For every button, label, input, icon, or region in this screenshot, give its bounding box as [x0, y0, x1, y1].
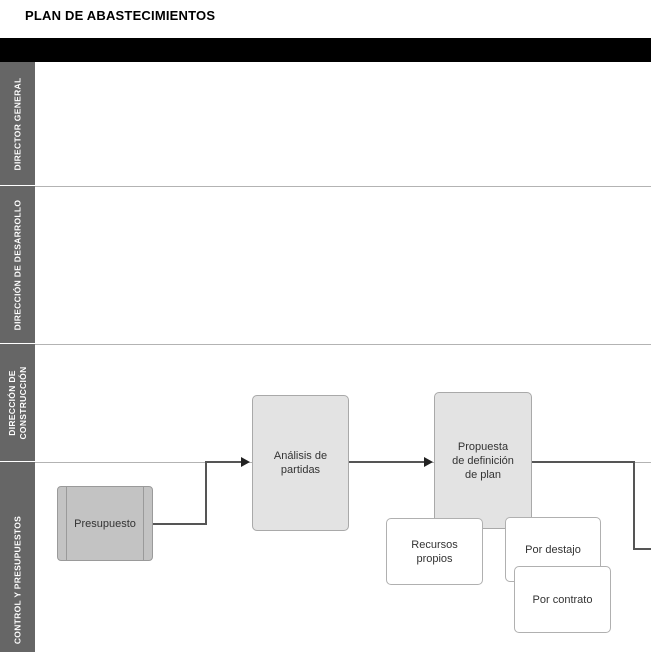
lane-label-direccion-construccion: DIRECCIÓN DE CONSTRUCCIÓN	[0, 344, 35, 462]
page-title: PLAN DE ABASTECIMIENTOS	[25, 8, 216, 23]
connector-propuesta-offpage-segment-v	[633, 461, 635, 549]
node-label: Por destajo	[525, 543, 581, 556]
connector-propuesta-offpage-segment-h	[532, 461, 635, 463]
lane-divider-2	[35, 344, 651, 345]
connector-presupuesto-analisis-segment-v	[205, 462, 207, 525]
connector-propuesta-offpage-segment-h2	[633, 548, 651, 550]
arrowhead-into-analisis	[241, 457, 250, 467]
node-label: Propuesta de definición de plan	[452, 440, 514, 481]
lane-label-text: DIRECTOR GENERAL	[12, 77, 22, 170]
node-label: Por contrato	[532, 593, 593, 606]
node-analisis-partidas[interactable]: Análisis de partidas	[252, 395, 349, 531]
lane-label-text: DIRECCIÓN DE CONSTRUCCIÓN	[6, 365, 28, 440]
lane-label-text: CONTROL Y PRESUPUESTOS	[12, 515, 22, 644]
node-recursos-propios[interactable]: Recursos propios	[386, 518, 483, 585]
lane-label-control-presupuestos: CONTROL Y PRESUPUESTOS	[0, 462, 35, 652]
node-label: Presupuesto	[74, 517, 136, 530]
arrowhead-into-propuesta	[424, 457, 433, 467]
connector-presupuesto-analisis-segment-h2	[205, 461, 245, 463]
node-propuesta-definicion-plan[interactable]: Propuesta de definición de plan	[434, 392, 532, 529]
node-label: Recursos propios	[411, 538, 458, 565]
node-presupuesto[interactable]: Presupuesto	[57, 486, 153, 561]
connector-analisis-propuesta-segment	[349, 461, 427, 463]
lane-label-text: DIRECCIÓN DE DESARROLLO	[12, 199, 22, 330]
connector-presupuesto-analisis-segment-h1	[153, 523, 207, 525]
header-band	[0, 38, 651, 62]
lane-label-director-general: DIRECTOR GENERAL	[0, 62, 35, 186]
lane-label-column: DIRECTOR GENERAL DIRECCIÓN DE DESARROLLO…	[0, 62, 35, 652]
lane-label-direccion-desarrollo: DIRECCIÓN DE DESARROLLO	[0, 186, 35, 344]
node-por-contrato[interactable]: Por contrato	[514, 566, 611, 633]
lane-divider-1	[35, 186, 651, 187]
node-label: Análisis de partidas	[273, 450, 328, 476]
